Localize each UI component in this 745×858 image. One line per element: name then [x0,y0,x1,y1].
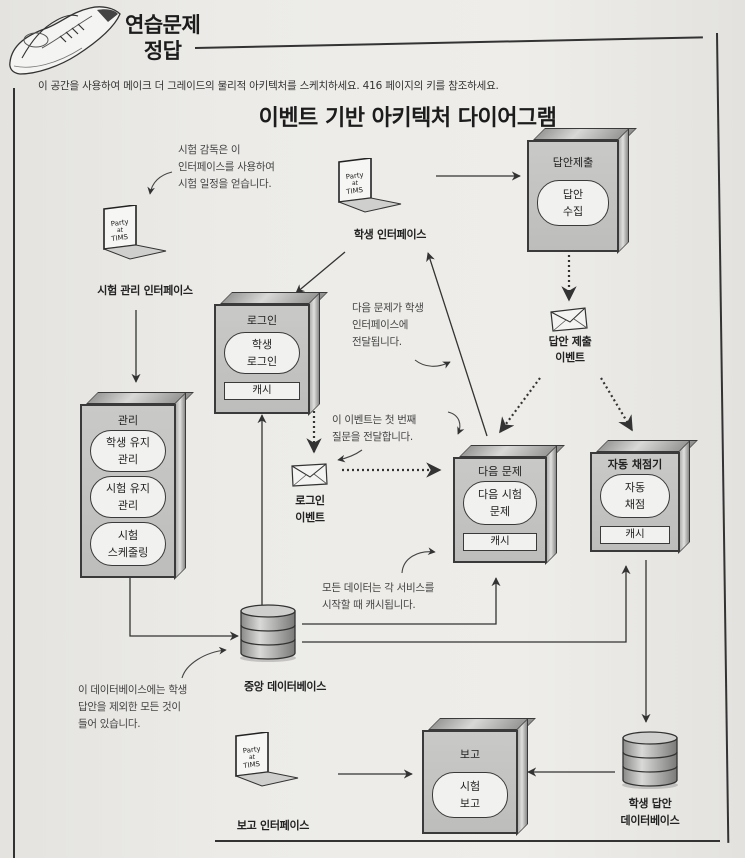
exercise-title-line2: 정답 [143,39,182,63]
laptop-icon: Party at TIMS [103,204,167,260]
student-answers-database-icon [622,731,678,789]
note-arrow-login-event-2 [337,449,363,463]
svg-text:TIMS: TIMS [242,760,261,770]
service-login: 로그인 학생 로그인 캐시 [214,292,328,416]
annotation-central-db: 이 데이터베이스에는 학생 답안을 제외한 모든 것이 들어 있습니다. [78,682,187,733]
annotation-line: 모든 데이터는 각 서비스를 [322,582,435,594]
service-admin: 관리 학생 유지 관리 시험 유지 관리 시험 스케줄링 [80,392,194,580]
annotation-line: 시작할 때 캐시됩니다. [322,599,416,611]
annotation-admin-interface: 시험 감독은 이 인터페이스를 사용하여 시험 일정을 얻습니다. [178,142,275,193]
note-arrow-admin [147,171,173,195]
annotation-line: 시험 일정을 얻습니다. [178,178,272,190]
answer-event-line1: 답안 제출 [548,335,592,348]
service-report-name: 보고 [459,748,481,761]
service-answer-submit-name: 답안제출 [552,156,594,169]
student-answers-database-label: 학생 답안 데이터베이스 [605,795,695,829]
diagram-title: 이벤트 기반 아키텍처 다이어그램 [258,106,557,131]
exam-admin-interface: Party at TIMS [100,204,170,265]
annotation-next-question: 다음 문제가 학생 인터페이스에 전달됩니다. [352,300,424,351]
login-cache: 캐시 [224,382,300,400]
svg-text:Party: Party [345,171,364,181]
answers-db-line1: 학생 답안 [628,797,672,810]
component-exam-scheduling: 시험 스케줄링 [90,522,166,566]
component-student-maintenance: 학생 유지 관리 [90,430,166,472]
svg-text:Party: Party [242,745,261,755]
laptop-icon: Party at TIMS [338,157,402,213]
annotation-line: 다음 문제가 학생 [352,302,424,314]
arrow-next-question-to-student [426,252,488,437]
annotation-line: 시험 감독은 이 [178,144,241,156]
svg-text:Party: Party [110,218,129,228]
component-exam-maintenance: 시험 유지 관리 [90,476,166,518]
service-report: 보고 시험 보고 [422,718,536,836]
answer-submitted-event-label: 답안 제출 이벤트 [530,334,610,366]
instruction-text: 이 공간을 사용하여 메이크 더 그레이드의 물리적 아키텍처를 스케치하세요.… [38,80,499,92]
exercise-title-line1: 연습문제 [125,13,201,37]
svg-text:at: at [249,754,256,761]
laptop-icon: Party at TIMS [235,731,299,787]
central-database-label: 중앙 데이터베이스 [243,680,327,693]
component-answer-collect: 답안 수집 [537,180,609,226]
envelope-icon [291,463,328,487]
report-interface: Party at TIMS [232,731,302,792]
login-event-label: 로그인 이벤트 [275,492,345,526]
exam-admin-interface-label: 시험 관리 인터페이스 [97,284,193,297]
service-next-question-name: 다음 문제 [478,465,522,478]
annotation-line: 인터페이스에 [352,319,409,331]
arrow-answer-event-to-auto-grader [600,377,633,432]
student-interface: Party at TIMS [335,157,405,218]
annotation-line: 이 데이터베이스에는 학생 [78,684,188,696]
frame-border-top [194,36,703,49]
login-event-line1: 로그인 [295,494,325,507]
component-student-login: 학생 로그인 [224,332,300,374]
service-next-question: 다음 문제 다음 시험 문제 캐시 [453,445,565,565]
service-admin-name: 관리 [117,414,139,427]
auto-grader-cache: 캐시 [600,526,670,544]
exercise-title: 연습문제 정답 [125,12,201,64]
component-exam-report: 시험 보고 [432,772,508,818]
annotation-line: 전달됩니다. [352,336,402,348]
annotation-line: 인터페이스를 사용하여 [178,161,275,173]
service-auto-grader-name: 자동 채점기 [607,458,663,471]
svg-text:at: at [352,180,359,187]
svg-text:at: at [117,227,124,234]
service-auto-grader: 자동 채점기 자동 채점 캐시 [590,440,698,554]
annotation-line: 질문을 전달합니다. [332,431,413,443]
annotation-login-event: 이 이벤트는 첫 번째 질문을 전달합니다. [332,412,416,446]
annotation-line: 들어 있습니다. [78,718,141,730]
svg-text:TIMS: TIMS [345,186,364,196]
annotation-cache: 모든 데이터는 각 서비스를 시작할 때 캐시됩니다. [322,580,434,614]
answers-db-line2: 데이터베이스 [620,814,680,827]
arrow-answer-event-to-next-question [499,377,541,434]
envelope-icon [550,307,588,332]
service-answer-submit: 답안제출 답안 수집 [527,128,637,254]
note-arrow-next-question [414,359,451,369]
note-arrow-db [181,646,227,679]
central-database-icon [240,604,296,662]
next-question-cache: 캐시 [463,533,537,551]
component-auto-grading: 자동 채점 [600,474,670,518]
svg-text:TIMS: TIMS [110,233,129,243]
annotation-line: 답안을 제외한 모든 것이 [78,701,181,713]
frame-border-bottom [215,840,720,842]
student-interface-label: 학생 인터페이스 [353,228,427,241]
answer-event-line2: 이벤트 [555,351,585,364]
component-next-exam-question: 다음 시험 문제 [463,481,537,525]
frame-border-left [13,88,15,858]
note-arrow-cache [401,547,436,574]
login-event-line2: 이벤트 [295,511,325,524]
frame-border-right [716,32,729,843]
service-login-name: 로그인 [246,314,278,327]
report-interface-label: 보고 인터페이스 [236,819,310,832]
annotation-line: 이 이벤트는 첫 번째 [332,414,416,426]
sneakers-icon [9,6,121,75]
arrow-admin-to-central-db [129,576,239,641]
note-arrow-login-event-1 [447,411,465,435]
arrow-student-to-login [295,251,346,294]
